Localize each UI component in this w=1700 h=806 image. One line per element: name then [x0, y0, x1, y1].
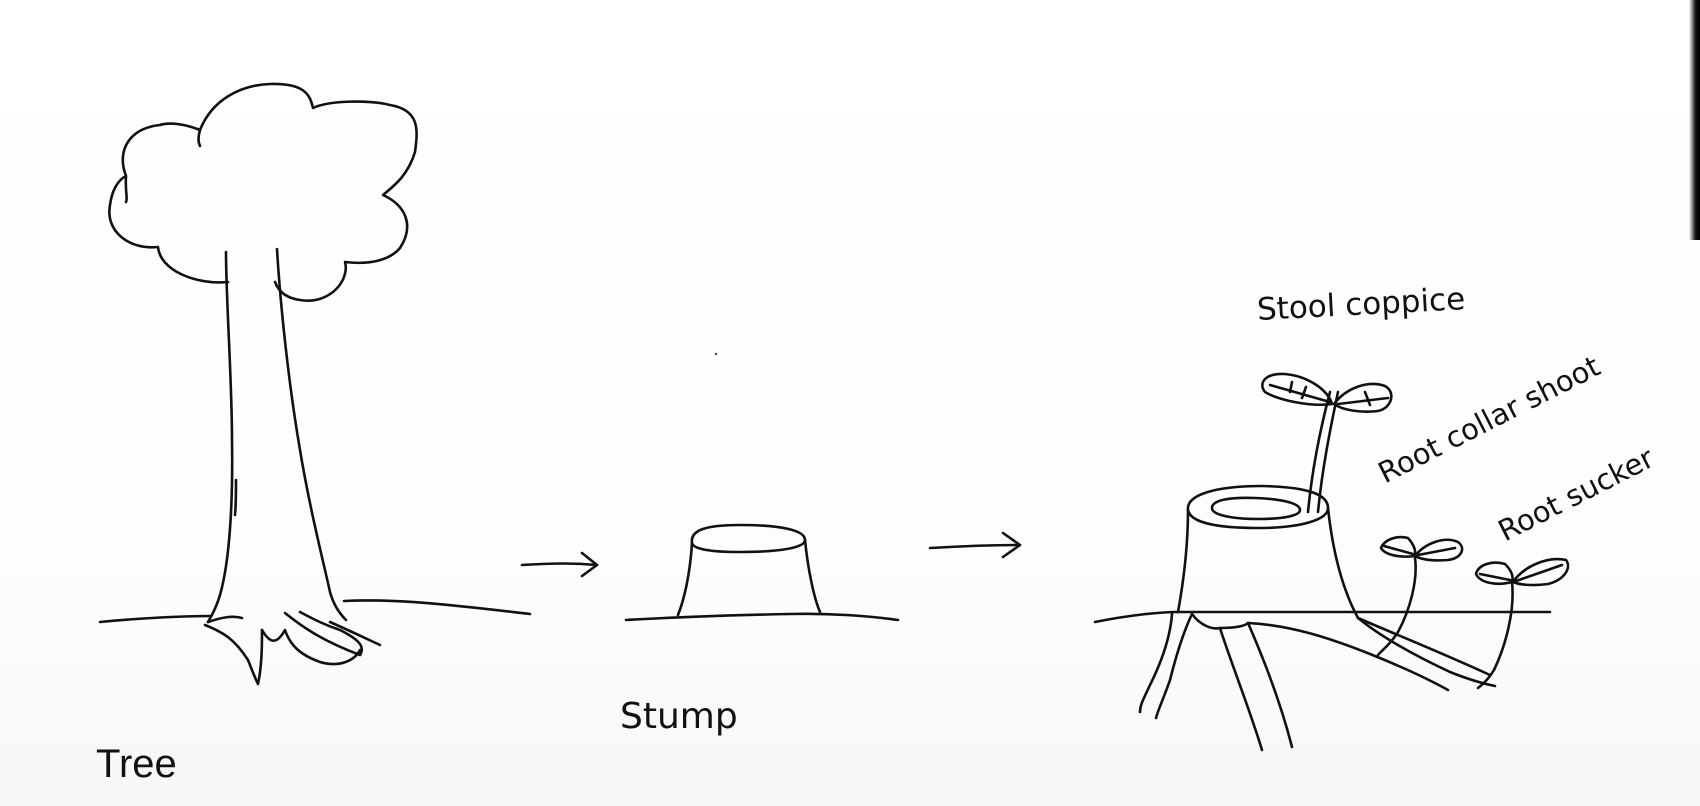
tree-canopy — [108, 82, 418, 302]
canopy-notch-1 — [197, 128, 202, 148]
label-tree: Tree — [96, 742, 177, 786]
arrow-stump-to-coppice — [928, 531, 1022, 559]
stump-left-side — [676, 541, 694, 617]
trunk-right — [275, 247, 348, 622]
stool-stem-right — [1316, 390, 1340, 514]
sucker-stem — [1476, 580, 1514, 690]
stump-top — [690, 523, 807, 554]
ground-left — [98, 614, 212, 624]
arrow-1-head — [580, 551, 599, 578]
sucker-leaf-right — [1511, 557, 1570, 587]
root-sucker — [1474, 557, 1570, 690]
coppice-stump-drawing — [1093, 484, 1552, 752]
root-5 — [328, 620, 382, 647]
lateral-root-lower — [1356, 616, 1492, 677]
ground-right — [342, 599, 532, 616]
trunk-left — [206, 250, 234, 624]
stump-ground — [624, 612, 900, 622]
collar-stem — [1376, 556, 1417, 657]
arrow-2-shaft — [928, 543, 1022, 550]
stool-leaf-right-vein — [1336, 396, 1390, 406]
main-root-center-left — [1218, 626, 1264, 752]
collar-leaf-left — [1379, 535, 1417, 558]
stump-drawing — [624, 523, 900, 622]
trunk-mark — [233, 478, 238, 517]
arrow-1-shaft — [520, 562, 599, 567]
stool-leaf-right-vein-2 — [1363, 390, 1372, 407]
coppice-stump-top-inner — [1210, 496, 1302, 521]
sucker-leaf-right-vein — [1514, 563, 1564, 583]
paper-edge-shadow — [1689, 0, 1700, 240]
arrow-2-head — [1001, 531, 1022, 559]
coppice-stump-left-side — [1176, 508, 1190, 614]
main-root-center-right — [1246, 621, 1294, 749]
stool-leaf-right — [1332, 382, 1393, 413]
stool-leaf-left-vein-3 — [1300, 385, 1308, 400]
main-root-left-outer — [1138, 612, 1174, 714]
stump-right-side — [803, 538, 822, 614]
coppice-ground-left — [1093, 610, 1180, 624]
root-1 — [206, 615, 244, 624]
coppice-stump-top-outer — [1186, 484, 1330, 530]
collar-leaf-right-vein — [1416, 546, 1457, 557]
tree-drawing — [98, 82, 532, 686]
stool-leaf-left-vein — [1268, 383, 1332, 404]
paper-speck — [714, 352, 718, 356]
lateral-root-upper — [1246, 621, 1450, 692]
stool-leaf-left-vein-2 — [1288, 380, 1294, 394]
root-2 — [203, 623, 264, 686]
label-stump: Stump — [620, 696, 738, 737]
stool-leaf-left — [1261, 372, 1334, 406]
root-collar-shoot — [1376, 535, 1464, 657]
stool-coppice-shoot — [1261, 372, 1393, 514]
root-3 — [260, 628, 362, 666]
coppice-stump-right-side — [1326, 506, 1497, 688]
root-4 — [283, 610, 364, 657]
collar-leaf-right — [1413, 538, 1464, 562]
arrow-tree-to-stump — [520, 551, 599, 578]
sucker-leaf-left — [1474, 561, 1514, 586]
collar-leaf-left-vein — [1382, 544, 1415, 556]
main-root-arch — [1190, 612, 1250, 630]
main-root-left-inner — [1154, 612, 1194, 720]
canopy-notch-2 — [124, 174, 129, 204]
sucker-leaf-left-vein — [1478, 572, 1512, 582]
